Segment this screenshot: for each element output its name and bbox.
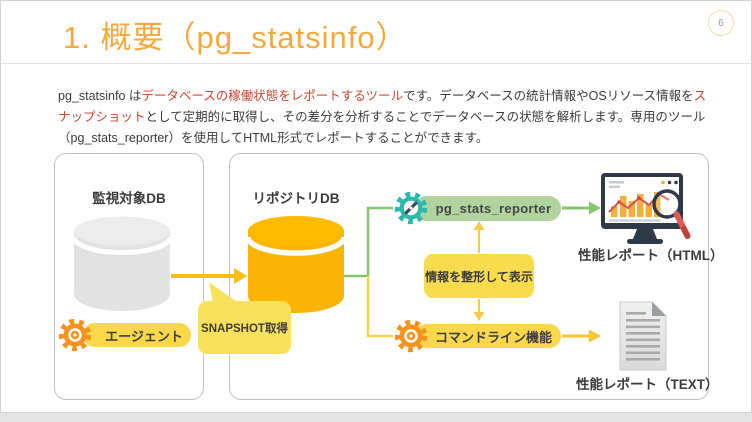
intro-highlight-snapshot: スナップショット [58,88,707,124]
page-number-badge: 6 [708,10,734,36]
snapshot-callout-label: SNAPSHOT取得 [201,322,288,335]
agent-pill: エージェント [83,323,191,347]
slide: 1. 概要（pg_statsinfo） 6 pg_statsinfo はデータベ… [0,0,752,413]
reporter-gear-icon [394,191,428,225]
info-box: 情報を整形して表示 [424,254,534,298]
header-divider [1,63,751,64]
agent-gear-icon [58,318,92,352]
html-report-label: 性能レポート（HTML） [578,248,724,263]
intro-highlight-tool: データベースの稼働状態をレポートするツール [141,88,404,103]
cli-pill: コマンドライン機能 [414,324,561,348]
intro-text: です。データベースの統計情報やOSリソース情報を [403,88,694,103]
repository-database-icon [247,216,345,313]
monitored-database-icon [73,216,171,311]
repository-db-title: リポジトリDB [252,191,340,206]
snapshot-callout: SNAPSHOT取得 [198,301,291,354]
page-number: 6 [718,17,724,29]
html-report-monitor-icon [601,173,691,244]
agent-label: エージェント [105,328,183,344]
intro-text: として定期的に取得し、その差分を分析することでデータベースの状態を解析します。専… [58,109,706,145]
bottom-margin [0,414,752,422]
cli-label: コマンドライン機能 [434,329,552,345]
reporter-pill: pg_stats_reporter [414,196,561,221]
intro-text: pg_statsinfo は [58,88,142,103]
bar-chart-glyph [611,192,661,217]
snapshot-callout-tail [209,282,237,302]
cli-gear-icon [394,319,428,353]
intro-paragraph: pg_statsinfo はデータベースの稼働状態をレポートするツールです。デー… [58,86,710,149]
page-title: 1. 概要（pg_statsinfo） [63,20,408,55]
info-label: 情報を整形して表示 [425,269,533,284]
text-report-document-icon [619,301,667,371]
monitored-db-title: 監視対象DB [92,191,166,206]
magnifier-icon [652,189,691,239]
text-report-label: 性能レポート（TEXT） [576,377,719,392]
reporter-label: pg_stats_reporter [435,201,552,216]
